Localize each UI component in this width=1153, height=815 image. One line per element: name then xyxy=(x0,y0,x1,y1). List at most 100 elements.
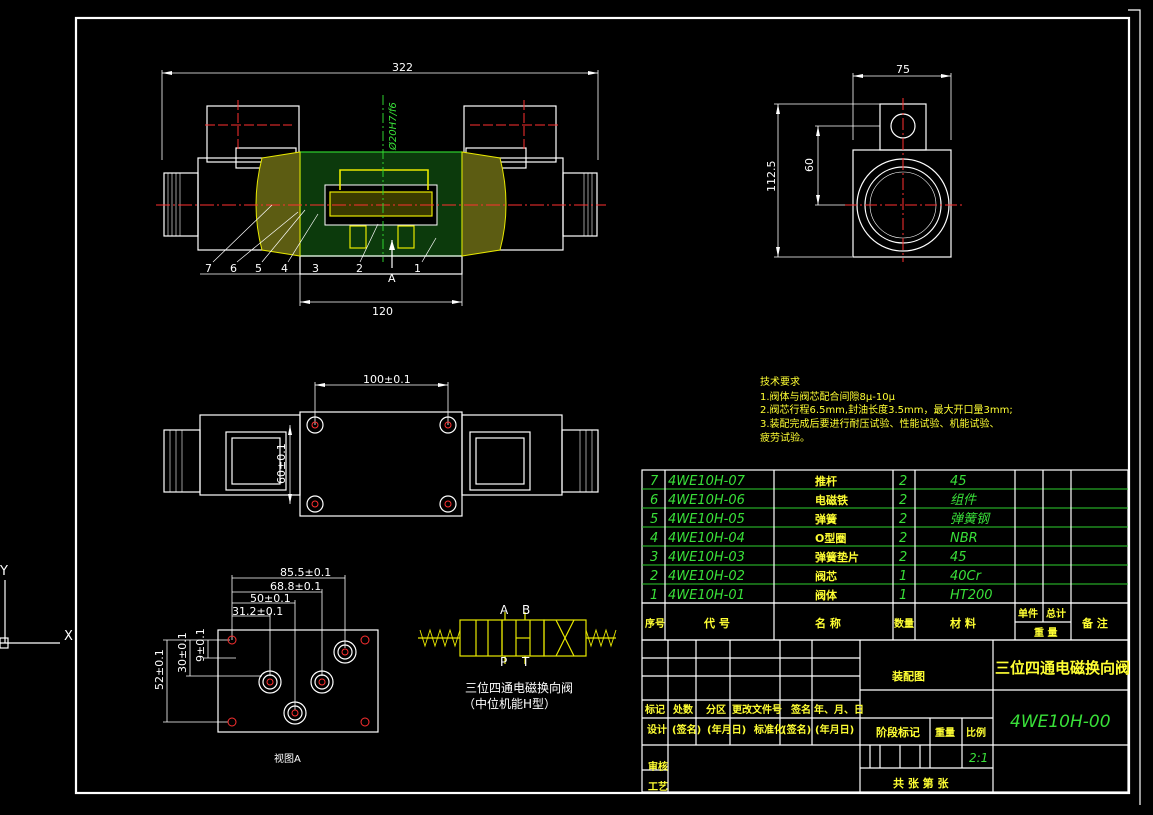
bom-cell-qty: 2 xyxy=(899,550,907,565)
dim-75: 75 xyxy=(896,63,910,76)
tb-date3: (年月日) xyxy=(815,723,854,736)
bom-cell-qty: 2 xyxy=(899,474,907,489)
tb-zone: 分区 xyxy=(706,703,726,716)
bom-cell-mat: 40Cr xyxy=(950,569,983,584)
bom-cell-no: 2 xyxy=(650,569,658,584)
table-row: 3 4WE10H-03 弹簧垫片 2 45 xyxy=(650,550,967,565)
bom-cell-mat: 组件 xyxy=(950,493,977,508)
tb-mass: 重量 xyxy=(935,726,955,739)
bom-cell-code: 4WE10H-02 xyxy=(668,569,745,584)
dim-85-5: 85.5±0.1 xyxy=(280,566,331,579)
leader-2: 2 xyxy=(356,262,363,275)
tb-scale-label: 比例 xyxy=(966,726,986,739)
hdr-name: 名 称 xyxy=(815,616,841,630)
dim-31-2: 31.2±0.1 xyxy=(232,605,283,618)
hdr-unit: 单件 xyxy=(1018,607,1038,620)
dim-322: 322 xyxy=(392,61,413,74)
bom-cell-name: O型圈 xyxy=(815,531,846,545)
bom-cell-name: 弹簧 xyxy=(815,512,837,526)
leader-5: 5 xyxy=(255,262,262,275)
spool xyxy=(329,191,433,217)
tb-sheets: 共 张 第 张 xyxy=(893,776,949,790)
bom-cell-no: 6 xyxy=(650,493,658,508)
port-t: T xyxy=(521,655,530,669)
tech-line-4: 疲劳试验。 xyxy=(760,431,810,444)
bom-cell-code: 4WE10H-03 xyxy=(668,550,745,565)
dim-9: 9±0.1 xyxy=(194,628,207,662)
leader-7: 7 xyxy=(205,262,212,275)
end-cap-left-section xyxy=(255,151,301,257)
tech-line-2: 2.阀芯行程6.5mm,封油长度3.5mm，最大开口量3mm; xyxy=(760,403,1013,416)
tb-assembly: 装配图 xyxy=(891,669,925,683)
bom-cell-qty: 1 xyxy=(899,569,907,584)
ucs-x-label: X xyxy=(64,629,73,644)
symbol-caption-1: 三位四通电磁换向阀 xyxy=(465,680,573,695)
tb-sign3: (签名) xyxy=(782,723,811,736)
tb-count: 处数 xyxy=(672,703,694,716)
tb-process: 工艺 xyxy=(648,780,668,793)
hdr-remark: 备 注 xyxy=(1081,616,1108,630)
dim-fit: Ø20H7/f6 xyxy=(387,102,399,151)
hdr-total: 总计 xyxy=(1046,607,1066,620)
tb-sign: 签名 xyxy=(790,703,811,716)
hdr-no: 序号 xyxy=(645,617,665,630)
hdr-code: 代 号 xyxy=(703,616,730,630)
tb-date2: (年月日) xyxy=(707,723,746,736)
technical-requirements: 技术要求 1.阀体与阀芯配合间隙8μ-10μ 2.阀芯行程6.5mm,封油长度3… xyxy=(760,375,1013,444)
bom-cell-name: 推杆 xyxy=(815,474,837,488)
title-block: 装配图 三位四通电磁换向阀 4WE10H-00 标记 处数 分区 更改文件号 签… xyxy=(641,639,1130,793)
leader-6: 6 xyxy=(230,262,237,275)
leader-4: 4 xyxy=(281,262,288,275)
bom-cell-code: 4WE10H-01 xyxy=(668,588,745,603)
dim-60: 60 xyxy=(803,158,816,172)
side-body xyxy=(852,149,952,258)
tb-review: 审核 xyxy=(648,760,668,773)
hydraulic-symbol: A B P T 三位四通电磁换向阀 （中位机能H型） xyxy=(418,603,617,711)
inner-frame xyxy=(74,16,1131,795)
bom-cell-mat: 45 xyxy=(950,474,967,489)
bom-cell-no: 5 xyxy=(650,512,658,527)
dim-112-5: 112.5 xyxy=(765,161,778,193)
hdr-qty: 数量 xyxy=(894,617,914,630)
bom-cell-mat: 45 xyxy=(950,550,967,565)
hdr-weight: 重 量 xyxy=(1034,626,1057,639)
bom-cell-qty: 2 xyxy=(899,531,907,546)
bom-cell-name: 弹簧垫片 xyxy=(815,550,859,564)
leader-1: 1 xyxy=(414,262,421,275)
bom-cell-qty: 1 xyxy=(899,588,907,603)
bom-cell-code: 4WE10H-07 xyxy=(668,474,746,489)
bom-cell-no: 3 xyxy=(650,550,658,565)
tb-change-no: 更改文件号 xyxy=(732,703,782,716)
bom-cell-mat: HT200 xyxy=(950,588,993,603)
symbol-caption-2: （中位机能H型） xyxy=(463,696,556,711)
tech-title: 技术要求 xyxy=(760,375,800,388)
bom-cell-code: 4WE10H-05 xyxy=(668,512,745,527)
bom-cell-code: 4WE10H-06 xyxy=(668,493,745,508)
dim-52: 52±0.1 xyxy=(153,649,166,690)
tb-sign2: (签名) xyxy=(672,723,701,736)
bom-cell-mat: 弹簧钢 xyxy=(950,511,991,527)
leader-3: 3 xyxy=(312,262,319,275)
tb-design: 设计 xyxy=(647,723,667,736)
port-b: B xyxy=(522,603,530,617)
dim-100: 100±0.1 xyxy=(363,373,411,386)
front-section-view: 322 Ø20H7/f6 xyxy=(156,61,606,318)
bom-cell-name: 阀体 xyxy=(815,588,838,602)
tb-scale: 2:1 xyxy=(969,751,988,765)
view-a: 85.5±0.1 68.8±0.1 50±0.1 31.2±0.1 52±0.1… xyxy=(153,566,379,765)
tb-mark: 标记 xyxy=(644,703,665,716)
outer-frame xyxy=(1128,9,1141,805)
bom-header: 序号 代 号 名 称 数量 材 料 单件 总计 重 量 备 注 xyxy=(645,607,1108,639)
bom-cell-name: 电磁铁 xyxy=(815,493,848,507)
tb-standard: 标准化 xyxy=(753,723,784,736)
tb-drawing-no: 4WE10H-00 xyxy=(1010,712,1111,732)
port-a: A xyxy=(500,603,509,617)
ucs-icon: Y X xyxy=(0,564,73,649)
ucs-y-label: Y xyxy=(0,564,8,579)
top-body xyxy=(299,411,463,517)
